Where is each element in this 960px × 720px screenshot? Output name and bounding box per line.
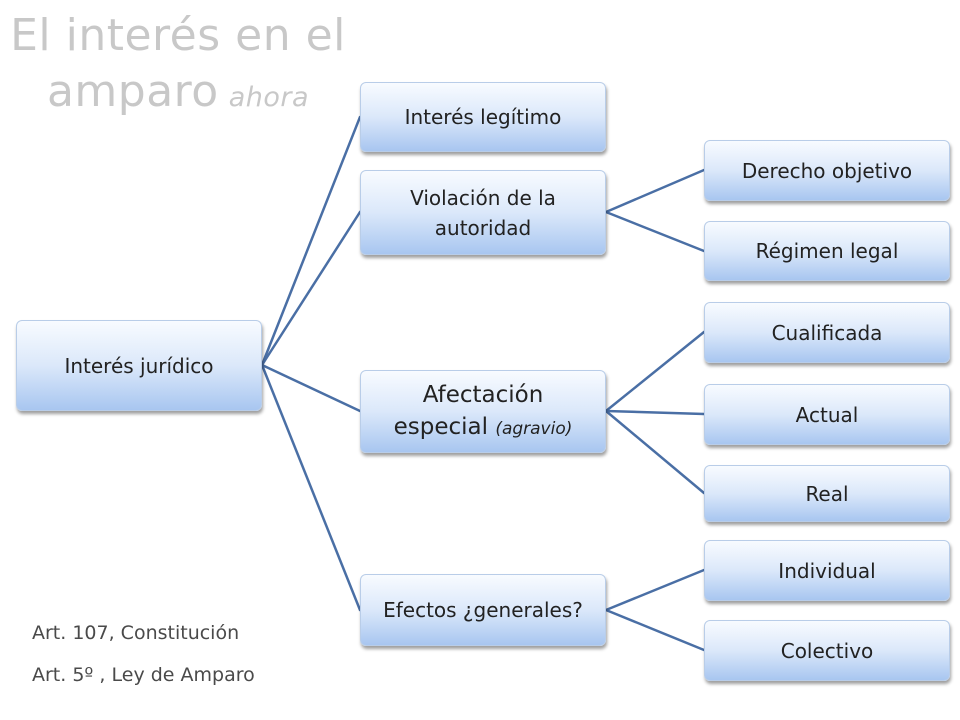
node-efectos-generales: Efectos ¿generales? xyxy=(360,574,606,646)
node-efectos-generales-label: Efectos ¿generales? xyxy=(383,598,583,622)
node-derecho-objetivo: Derecho objetivo xyxy=(704,140,950,201)
connector-afectacion-actual xyxy=(604,409,706,416)
slide-title: El interés en el amparo ahora xyxy=(8,8,348,126)
node-cualificada-label: Cualificada xyxy=(771,320,883,345)
connector-root-efectos xyxy=(260,363,362,612)
node-violacion-autoridad: Violación de la autoridad xyxy=(360,170,606,255)
node-real-label: Real xyxy=(805,481,849,506)
node-afectacion-especial-label: Afectación especial (agravio) xyxy=(381,379,585,445)
node-actual-label: Actual xyxy=(795,402,859,427)
node-afectacion-note: (agravio) xyxy=(495,418,573,439)
node-colectivo: Colectivo xyxy=(704,620,950,681)
title-line-1: El interés en el xyxy=(10,10,346,61)
connector-afectacion-real xyxy=(604,409,706,495)
node-interes-legitimo: Interés legítimo xyxy=(360,82,606,152)
node-individual-label: Individual xyxy=(778,558,876,583)
connector-root-legitimo xyxy=(260,115,362,367)
node-actual: Actual xyxy=(704,384,950,445)
node-afectacion-especial: Afectación especial (agravio) xyxy=(360,370,606,453)
connector-violacion-regimen xyxy=(604,210,706,253)
connector-root-violacion xyxy=(260,210,362,367)
node-derecho-objetivo-label: Derecho objetivo xyxy=(741,158,913,183)
connector-root-afectacion xyxy=(260,363,362,413)
node-real: Real xyxy=(704,465,950,522)
node-interes-juridico-label: Interés jurídico xyxy=(64,353,214,378)
connector-afectacion-cualificada xyxy=(604,330,706,413)
node-regimen-legal: Régimen legal xyxy=(704,221,950,281)
connector-efectos-colectivo xyxy=(604,608,706,652)
node-violacion-autoridad-label: Violación de la autoridad xyxy=(410,185,556,240)
connector-violacion-derecho xyxy=(604,168,706,214)
reference-ley-amparo: Art. 5º , Ley de Amparo xyxy=(32,664,255,686)
reference-constitucion: Art. 107, Constitución xyxy=(32,622,240,644)
title-line-2: amparo ahora xyxy=(8,64,348,126)
node-cualificada: Cualificada xyxy=(704,302,950,363)
node-regimen-legal-label: Régimen legal xyxy=(755,239,899,263)
node-colectivo-label: Colectivo xyxy=(780,638,874,663)
node-individual: Individual xyxy=(704,540,950,601)
title-line-2-main: amparo xyxy=(46,66,219,117)
node-afectacion-main: Afectación especial xyxy=(393,381,544,440)
connector-efectos-individual xyxy=(604,568,706,612)
node-interes-juridico: Interés jurídico xyxy=(16,320,262,411)
node-interes-legitimo-label: Interés legítimo xyxy=(404,105,562,129)
title-suffix: ahora xyxy=(228,82,310,113)
